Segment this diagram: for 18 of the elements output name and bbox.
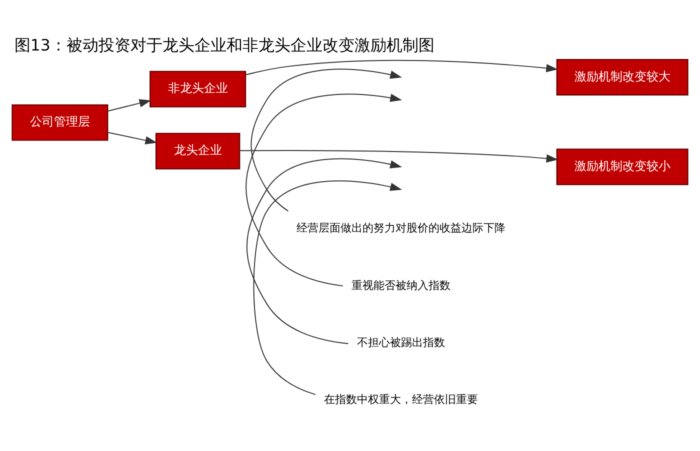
arrow <box>250 68 402 212</box>
node-text: 重视能否被纳入指数 <box>352 278 451 292</box>
arrow <box>246 93 402 286</box>
diagram-title: 图13：被动投资对于龙头企业和非龙头企业改变激励机制图 <box>14 34 434 54</box>
node-text: 不担心被踢出指数 <box>357 335 446 348</box>
node-box: 激励机制改变较小 <box>556 148 688 185</box>
node-text: 在指数中权重大，经营依旧重要 <box>324 392 478 406</box>
node-box: 激励机制改变较大 <box>556 58 688 95</box>
arrow <box>239 150 558 162</box>
node-box: 非龙头企业 <box>150 70 246 107</box>
arrow <box>246 158 402 344</box>
node-box: 公司管理层 <box>12 104 108 140</box>
arrow <box>108 98 152 111</box>
arrow <box>253 180 402 395</box>
arrow <box>246 59 558 75</box>
node-box: 龙头企业 <box>155 132 240 169</box>
arrow <box>108 132 158 144</box>
node-text: 经营层面做出的努力对股价的收益边际下降 <box>296 221 506 234</box>
